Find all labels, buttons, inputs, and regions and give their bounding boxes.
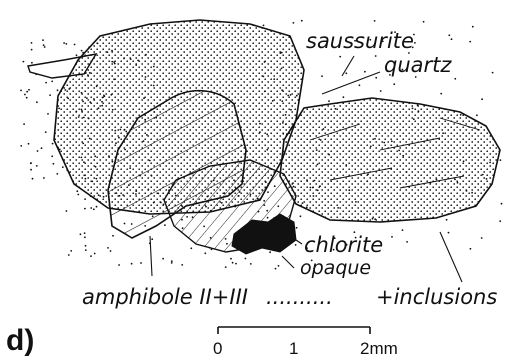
label-quartz: quartz [384, 53, 452, 77]
label-chlorite: chlorite [304, 233, 383, 257]
scale-tick-1: 1 [289, 339, 298, 358]
scale-tick-0: 0 [213, 339, 222, 358]
panel-label: d) [6, 324, 34, 357]
label-saussurite: saussurite [306, 29, 414, 53]
label-amphibole: amphibole II+III [82, 285, 248, 309]
label-inclusions: +inclusions [376, 285, 497, 309]
scale-bar [218, 327, 370, 334]
label-opaque: opaque [300, 257, 371, 279]
label-leader-dots: .......... [266, 285, 333, 309]
scale-tick-2mm: 2mm [360, 339, 398, 358]
amphibole-grain-right [280, 98, 500, 222]
